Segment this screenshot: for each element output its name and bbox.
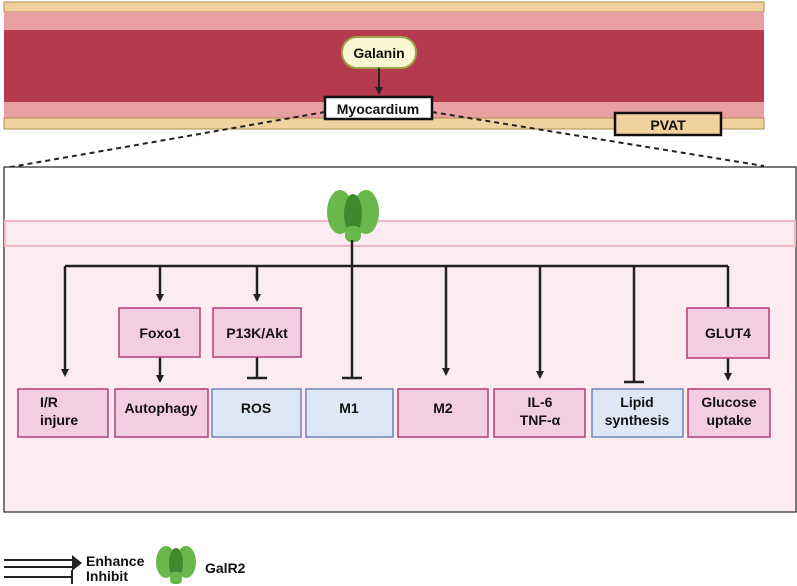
zoom-line-left	[4, 111, 326, 169]
cell-interior	[5, 246, 795, 511]
outcome-box-m2	[397, 388, 489, 438]
outcome-line: TNF-α	[520, 412, 561, 428]
pi3k-akt-box	[212, 307, 302, 358]
outcome-box-autophagy	[114, 388, 209, 438]
outcome-line: uptake	[706, 412, 751, 428]
myocardium-label: Myocardium	[337, 101, 419, 117]
outcome-label-m2: M2	[433, 400, 453, 416]
signal-wiring	[61, 240, 732, 384]
vessel-wall-top	[4, 12, 764, 30]
pvat-label: PVAT	[650, 117, 686, 133]
legend-enhance-label: Enhance	[86, 553, 145, 569]
outcome-label-autophagy: Autophagy	[124, 400, 197, 416]
outcome-box-ir-injure	[17, 388, 109, 438]
foxo1-label: Foxo1	[139, 325, 180, 341]
myocardium-box	[323, 95, 434, 121]
legend-inhibit-label: Inhibit	[86, 568, 128, 584]
outcome-line: M2	[433, 400, 453, 416]
foxo1-box	[118, 307, 201, 358]
outcome-line: M1	[339, 400, 359, 416]
outcome-line: ROS	[241, 400, 271, 416]
zoom-line-right	[431, 111, 765, 167]
galr2-receptor-icon	[327, 190, 379, 242]
pi3k-akt-label: P13K/Akt	[226, 325, 288, 341]
outcome-label-ir-injure: I/R injure	[40, 394, 78, 428]
inhibit-bar-icon	[4, 570, 73, 584]
galanin-label: Galanin	[353, 45, 404, 61]
legend: Enhance Inhibit GalR2	[4, 546, 246, 584]
legend-galr2-icon	[156, 546, 196, 584]
outcome-label-lipid-synthesis: Lipid synthesis	[605, 394, 670, 428]
outcome-box-lipid-synthesis	[591, 388, 684, 438]
outcome-line: I/R	[40, 394, 58, 410]
legend-galr2-label: GalR2	[205, 560, 246, 576]
outcome-line: synthesis	[605, 412, 670, 428]
outcome-line: injure	[40, 412, 78, 428]
outcome-box-il6-tnf	[493, 388, 586, 438]
outcome-box-m1	[305, 388, 394, 438]
outcome-box-ros	[211, 388, 302, 438]
outcome-line: IL-6	[528, 394, 553, 410]
outcome-line: Lipid	[620, 394, 653, 410]
outcome-line: Autophagy	[124, 400, 197, 416]
pvat-box	[613, 111, 723, 137]
glut4-label: GLUT4	[705, 325, 751, 341]
adventitia-top	[3, 1, 765, 13]
enhance-arrow-icon	[4, 555, 82, 571]
outcome-box-glucose-uptake	[687, 388, 771, 438]
outcome-label-glucose-uptake: Glucose uptake	[701, 394, 756, 428]
outcome-line: Glucose	[701, 394, 756, 410]
outcome-label-m1: M1	[339, 400, 359, 416]
outcome-label-ros: ROS	[241, 400, 271, 416]
glut4-box	[686, 307, 770, 359]
cell-membrane	[4, 220, 796, 247]
